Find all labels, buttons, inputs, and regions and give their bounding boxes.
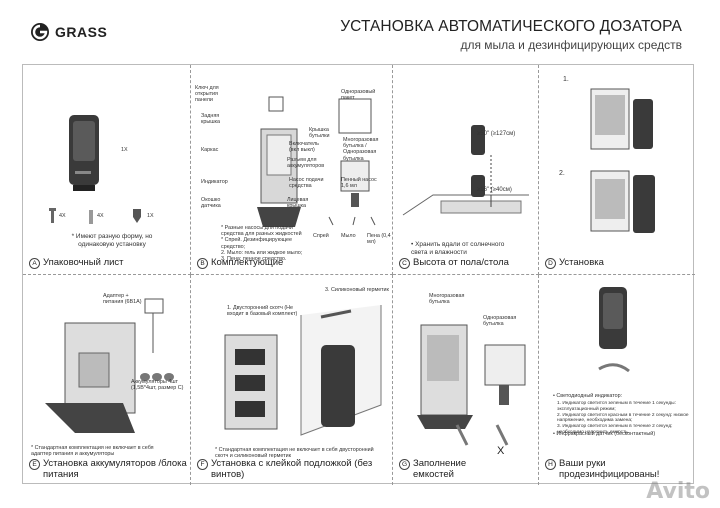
sensor-note: • Инфракрасный датчик (бесконтактный) — [553, 431, 656, 437]
panel-letter: C — [399, 258, 410, 269]
caption-text: Ваши руки продезинфицированы! — [559, 458, 660, 480]
brand-logo: GRASS — [30, 22, 107, 42]
panel-letter: B — [197, 258, 208, 269]
label-batteries: Аккумуляторы 4шт (1,5В*4шт, размер C) — [131, 379, 184, 392]
installation-illustration — [590, 88, 655, 233]
step-1: 1. — [563, 76, 569, 83]
instruction-sheet: 1X 4X 4X 1X * Имеют разную форму, но оди… — [22, 64, 695, 485]
label-bottle-cap: Крышка бутылки — [309, 127, 330, 140]
page-subtitle: для мыла и дезинфицирующих средств — [460, 38, 682, 52]
panel-letter: D — [545, 258, 556, 269]
panel-b: Ключ для открытия панели Задняя крышка К… — [191, 65, 393, 275]
nozzle-spray: Спрей — [313, 233, 329, 239]
label-frame: Каркас — [201, 147, 219, 153]
panel-g: Многоразовая бутылка Одноразовая бутылка… — [393, 275, 539, 485]
label-disposable-bottle: Одноразовая бутылка — [483, 315, 517, 328]
qty-dispenser: 1X — [121, 147, 128, 153]
panel-e: Адаптер + питания (6В1А) Аккумуляторы 4ш… — [23, 275, 191, 485]
panel-d: 1. 2. D Установка — [539, 65, 695, 275]
wrong-mark: X — [497, 445, 505, 457]
caption-text: Упаковочный лист — [43, 257, 124, 268]
panel-c: ≥50" (≥127см) ≥16" (≥40см) • Хранить вда… — [393, 65, 539, 275]
note: * Стандартная комплектация не включает в… — [31, 445, 154, 458]
height-wall: ≥50" (≥127см) — [477, 131, 516, 137]
watermark: Avito — [646, 479, 710, 504]
caption-text: Высота от пола/стола — [413, 257, 509, 268]
panel-letter: G — [399, 459, 410, 470]
panel-a: 1X 4X 4X 1X * Имеют разную форму, но оди… — [23, 65, 191, 275]
battery-illustration — [45, 298, 174, 433]
caption-text: Комплектующие — [211, 257, 284, 268]
label-sensor-window: Окошко датчика — [201, 197, 221, 210]
caption-text: Установка — [559, 257, 604, 268]
height-illustration — [402, 125, 529, 216]
label-reusable-bottle: Многоразовая бутылка — [429, 293, 465, 306]
caption: C Высота от пола/стола — [399, 257, 509, 269]
nozzle-foam: Пена (0,4 мл) — [367, 233, 391, 246]
label-switch: Включатель (вкл выкл) — [289, 141, 319, 154]
label-rear-cover: Задняя крышка — [201, 113, 221, 126]
refill-illustration — [417, 324, 526, 446]
indicator-lines: 1. Индикатор светится зеленым в течение … — [557, 401, 689, 435]
accessories-icons — [49, 208, 141, 224]
caption: F Установка с клейкой подложкой (без вин… — [197, 458, 392, 480]
qty-screws: 4X — [59, 213, 66, 219]
caption: E Установка аккумуляторов /блока питания — [29, 458, 190, 480]
nozzle-soap: Мыло — [341, 233, 356, 239]
label-sealant: 3. Силиконовый герметик — [325, 287, 389, 293]
caption: B Комплектующие — [197, 257, 284, 269]
qty-key: 1X — [147, 213, 154, 219]
label-indicator: Индикатор — [201, 179, 228, 185]
caption: D Установка — [545, 257, 604, 269]
panel-letter: H — [545, 459, 556, 470]
height-table: ≥16" (≥40см) — [477, 187, 512, 193]
brand-name: GRASS — [55, 24, 108, 40]
qty-anchors: 4X — [97, 213, 104, 219]
caption: A Упаковочный лист — [29, 257, 124, 269]
label-tape: 1. Двусторонний скотч (Не входит в базов… — [227, 305, 298, 318]
adhesive-illustration — [224, 305, 382, 436]
panel-f: 1. Двусторонний скотч (Не входит в базов… — [191, 275, 393, 485]
panel-h: • Светодиодный индикатор: 1. Индикатор с… — [539, 275, 695, 485]
caption-text: Установка с клейкой подложкой (без винто… — [211, 458, 373, 480]
step-2: 2. — [559, 170, 565, 177]
note: * Разные насосы для подачи средства для … — [221, 225, 303, 263]
note: • Хранить вдали от солнечного света и вл… — [411, 241, 505, 256]
label-reusable-bottle: Многоразовая бутылка /Одноразовая бутылк… — [343, 137, 379, 162]
page-title: УСТАНОВКА АВТОМАТИЧЕСКОГО ДОЗАТОРА — [340, 18, 682, 35]
caption: H Ваши руки продезинфицированы! — [545, 458, 660, 480]
label-foam-pump: Пенный насос 1,6 мл — [341, 177, 377, 190]
panel-letter: F — [197, 459, 208, 470]
note: * Стандартная комплектация не включает в… — [215, 447, 374, 460]
indicator-title: • Светодиодный индикатор: — [553, 393, 623, 399]
hands-illustration — [598, 287, 630, 373]
label-disposable-bag: Одноразовый пакет — [341, 89, 376, 102]
label-front-cover: Лицевая крышка — [287, 197, 309, 210]
label-adapter: Адаптер + питания (6В1А) — [103, 293, 142, 306]
caption-text: Заполнение емкостей — [413, 458, 467, 480]
grass-logo-mark — [31, 23, 49, 41]
panel-letter: A — [29, 258, 40, 269]
dispenser-illustration — [69, 115, 99, 191]
label-pump: Насос подачи средства — [289, 177, 324, 190]
page-header: УСТАНОВКА АВТОМАТИЧЕСКОГО ДОЗАТОРА для м… — [340, 18, 682, 52]
caption-text: Установка аккумуляторов /блока питания — [43, 458, 187, 480]
panel-letter: E — [29, 459, 40, 470]
components-illustration — [257, 96, 376, 227]
label-battery-slot: Разъем для аккумуляторов — [287, 157, 325, 170]
label-key: Ключ для открытия панели — [195, 85, 219, 104]
caption: G Заполнение емкостей — [399, 458, 467, 480]
note: * Имеют разную форму, но одинаковую уста… — [71, 233, 153, 248]
